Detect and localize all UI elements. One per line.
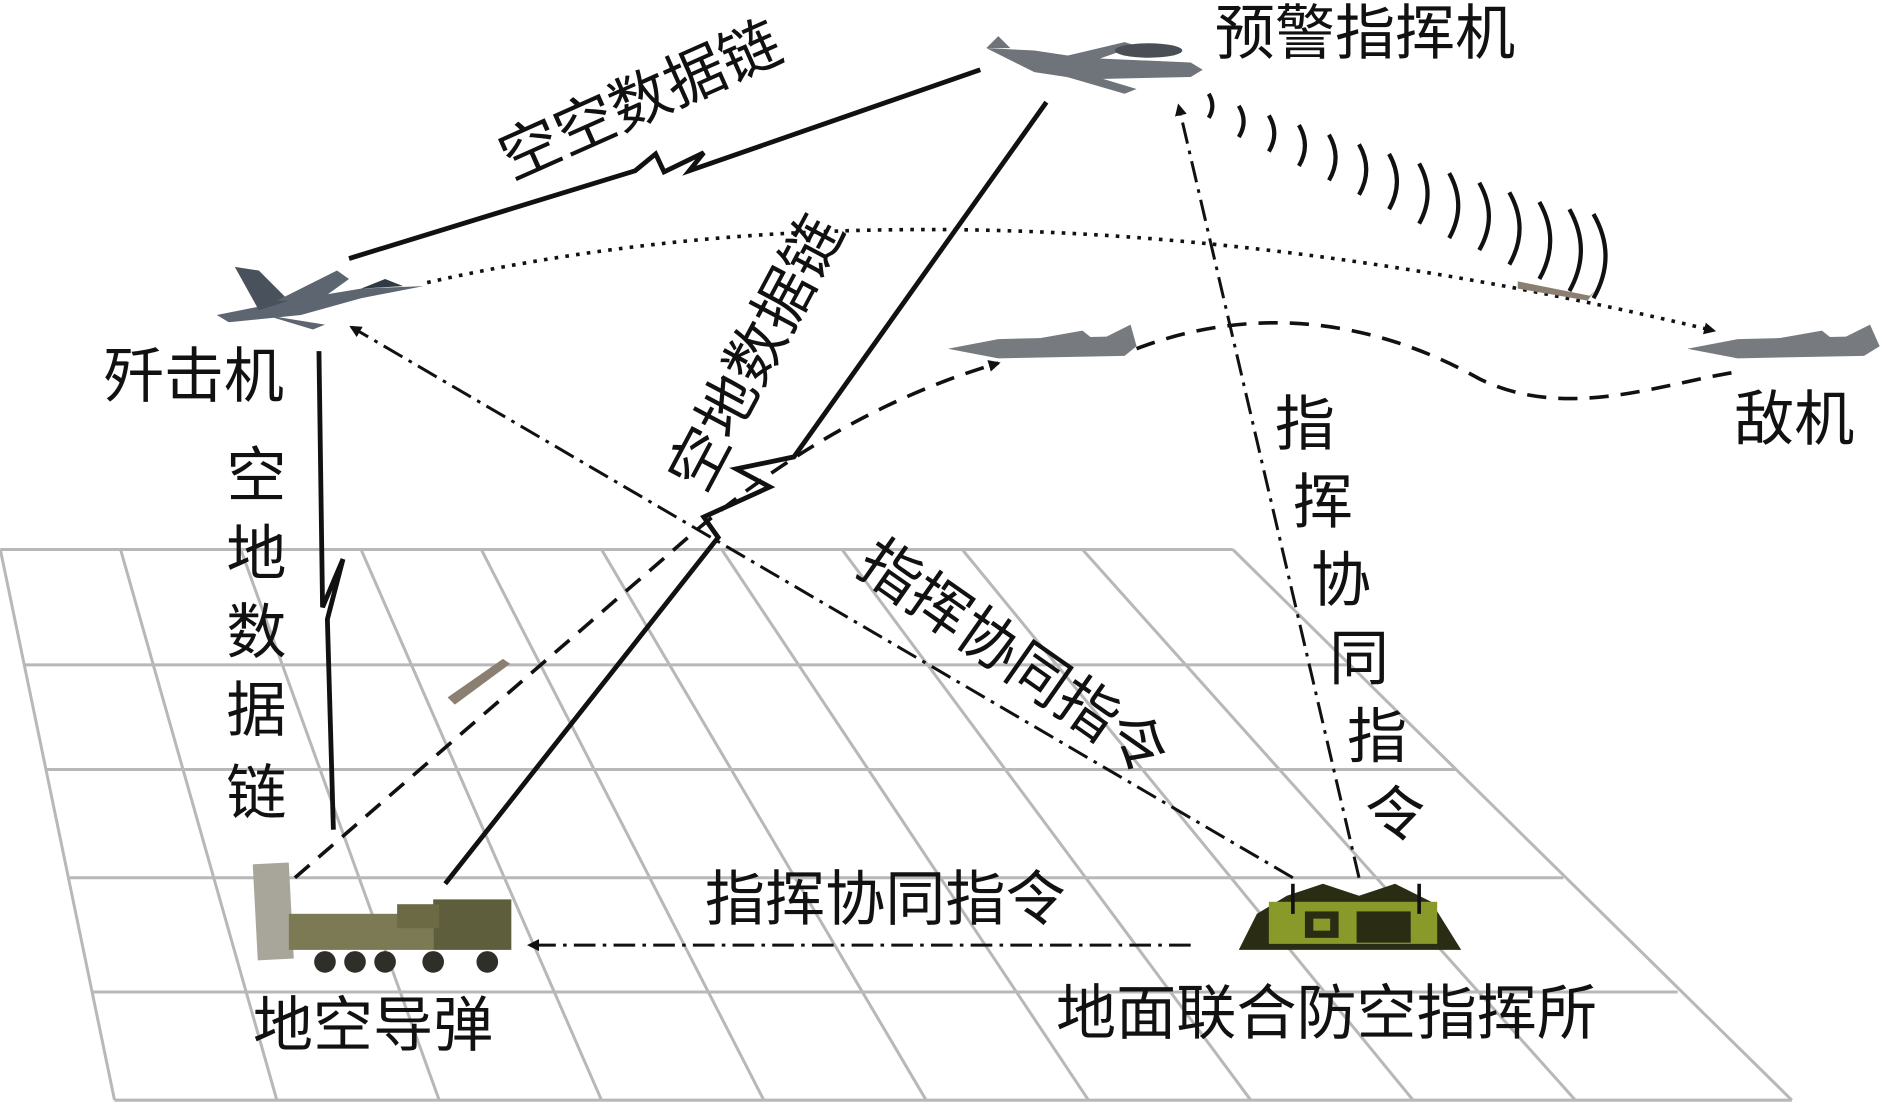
- radar-wave-icon: [1206, 92, 1608, 300]
- svg-text:地: 地: [226, 520, 286, 590]
- sam-missile-icon: [447, 658, 511, 705]
- svg-text:空: 空: [226, 442, 286, 512]
- svg-text:令: 令: [1365, 781, 1425, 851]
- sam-label: 地空导弹: [253, 991, 493, 1061]
- friendly-aircraft-icon: [947, 324, 1137, 359]
- svg-text:据: 据: [226, 676, 286, 746]
- sam-dashed-trajectory: [293, 360, 1001, 880]
- fighter-aircraft-icon: [216, 266, 424, 330]
- svg-text:指: 指: [1275, 390, 1335, 460]
- air-air-datalink-line: [348, 67, 982, 261]
- cmd-to-fighter-line: [349, 325, 1294, 880]
- cmd-to-awacs-line: [1175, 103, 1361, 879]
- air-ground-datalink-diagonal-line: [443, 100, 1049, 886]
- svg-text:协: 协: [1311, 546, 1371, 616]
- svg-text:挥: 挥: [1293, 468, 1353, 538]
- fighter-label: 歼击机: [104, 342, 284, 412]
- enemy-aircraft-icon: [1687, 324, 1880, 359]
- cmd-horizontal-label: 指挥协同指令: [705, 865, 1066, 935]
- air-ground-datalink-vertical-line: [316, 351, 346, 830]
- fighter-to-enemy-dotted-path: [426, 227, 1717, 335]
- command-post-icon: [1238, 883, 1462, 950]
- svg-text:指: 指: [1347, 703, 1407, 773]
- awacs-label: 预警指挥机: [1215, 0, 1516, 69]
- enemy-label: 敌机: [1734, 385, 1854, 455]
- cmd-diagonal-label: 指挥协同指令: [845, 526, 1181, 790]
- cmd-vertical-label: 指 挥 协 同 指 令: [1275, 390, 1425, 851]
- svg-text:同: 同: [1329, 624, 1389, 694]
- awacs-aircraft-icon: [986, 36, 1203, 94]
- air-ground-datalink-vertical-label: 空 地 数 据 链: [226, 442, 286, 829]
- svg-text:数: 数: [226, 598, 286, 668]
- enemy-dashed-track: [1135, 321, 1733, 401]
- air-missile-icon: [1517, 281, 1595, 301]
- svg-text:链: 链: [226, 759, 286, 829]
- ground-grid: [0, 547, 1793, 1102]
- command-post-label: 地面联合防空指挥所: [1056, 979, 1597, 1049]
- sam-launcher-icon: [252, 862, 512, 973]
- air-ground-datalink-diagonal-label: 空地数据链: [655, 204, 858, 502]
